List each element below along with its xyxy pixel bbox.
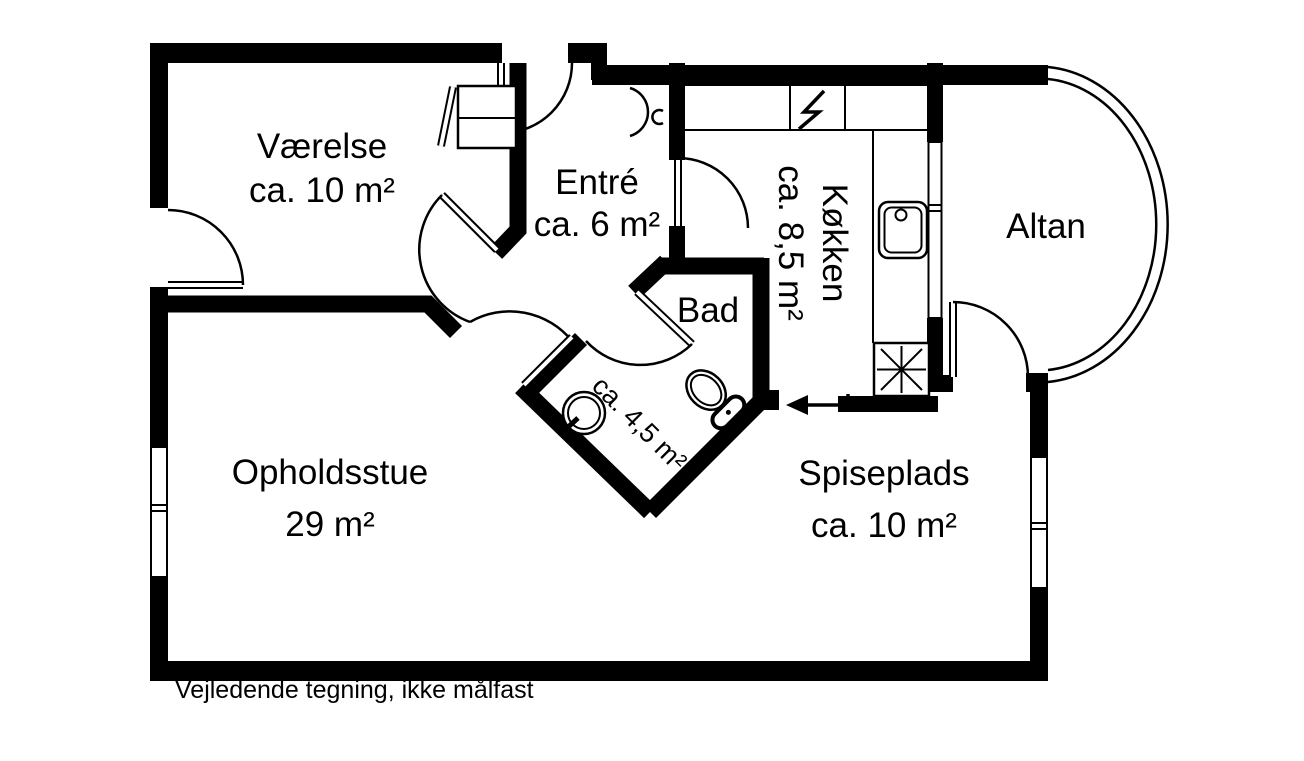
wardrobe-icon [437,84,518,150]
vaerelse-hall-door-icon [418,192,500,324]
electrical-panel-icon [797,89,826,131]
toilet-icon [685,369,747,431]
wall-vaerelse-opholdsstue [150,295,463,339]
room-label-opholdsstue: Opholdsstue [232,453,429,492]
doorbell-icon [629,86,664,138]
room-label-altan: Altan [1006,207,1086,246]
room-label-vaerelse: Værelse [257,127,387,166]
kokken-door-icon [674,156,750,229]
room-area-vaerelse: ca. 10 m² [249,171,395,210]
window-opholdsstue-left [150,446,168,578]
washbasin-icon [561,390,607,436]
stove-hob-icon [872,341,931,398]
room-labels: Værelse ca. 10 m² Entré ca. 6 m² Køkken … [232,127,1086,545]
interior-walls [150,63,953,519]
passage-arrow-icon [786,394,850,415]
wall-bad-southeast [643,389,773,519]
kitchen-counter [683,84,931,131]
room-area-kokken: ca. 8,5 m² [771,165,810,321]
room-area-spiseplads: ca. 10 m² [811,506,957,545]
kitchen-sink-icon [877,200,929,260]
room-label-bad: Bad [677,291,739,330]
balcony-door-jamb-right [1026,373,1048,392]
bad-door-icon [521,289,695,388]
opholdsstue-door-arc [469,310,573,342]
windows [150,141,1048,589]
vaerelse-left-door-icon [167,208,245,289]
room-label-spiseplads: Spiseplads [798,454,969,493]
wall-bad-chamfer [628,255,672,299]
window-spiseplads-right [1030,456,1048,589]
exterior-walls [150,43,1048,681]
room-label-entre: Entré [555,163,639,202]
balcony-railing-icon [1047,65,1169,384]
wall-bad-east-nub [753,390,779,410]
footnote-disclaimer: Vejledende tegning, ikke målfast [175,676,534,704]
balcony-door-icon [949,300,1030,378]
room-area-entre: ca. 6 m² [534,205,660,244]
room-label-kokken: Køkken [815,184,854,303]
fixtures [437,84,931,436]
wall-bad-southwest [515,380,656,519]
room-area-opholdsstue: 29 m² [285,505,374,544]
wall-vaerelse-entre [489,63,527,259]
wall-bad-west [520,332,588,400]
room-label-kokken-group: Køkken ca. 8,5 m² [771,165,854,321]
window-kokken-altan [927,141,943,319]
